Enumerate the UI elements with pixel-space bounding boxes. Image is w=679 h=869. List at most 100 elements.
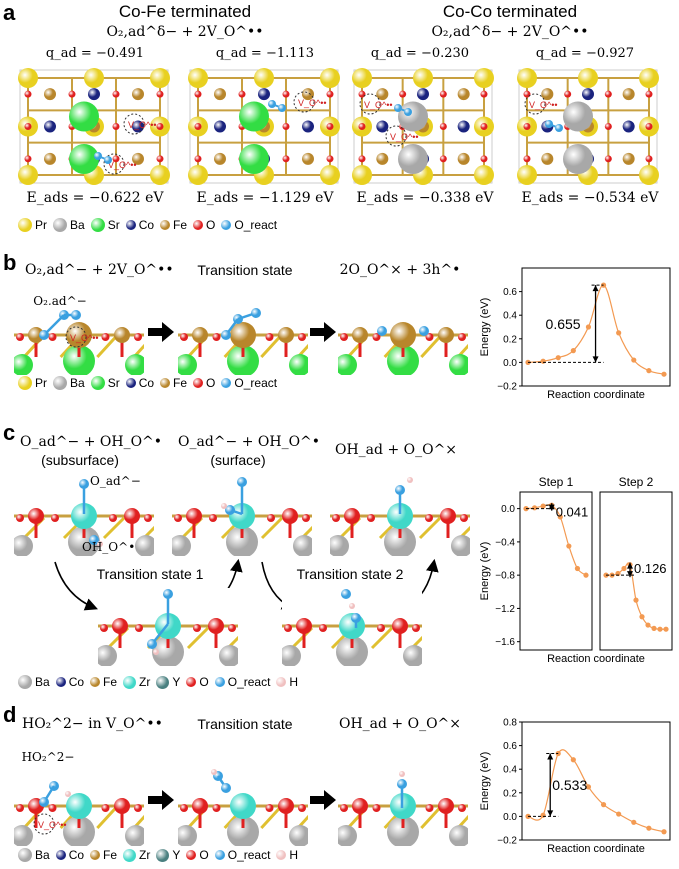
b-site-atom (352, 327, 368, 343)
oxygen-atom (180, 804, 188, 812)
oxygen-atom (399, 90, 407, 98)
panel-a-charge-4: q_ad = −0.927 (535, 46, 635, 61)
legend-item: Ba (18, 675, 50, 689)
data-point (531, 505, 538, 511)
bond (370, 626, 394, 650)
y-tick-label: 0.0 (503, 358, 517, 369)
oxygen-atom (425, 514, 433, 522)
oxygen-atom (377, 624, 385, 632)
legend-label: Co (138, 376, 155, 390)
panel-a-charge-1: q_ad = −0.491 (45, 46, 145, 61)
legend-label: Ba (35, 675, 50, 689)
panel-a-structure-3: V_O^••V_O^•• (348, 64, 498, 189)
b-site-atom (376, 88, 389, 101)
data-point (657, 626, 663, 632)
panel-d-step3: OH_ad + O_O^× (338, 716, 462, 732)
panel-c-ts1-structure (98, 588, 238, 666)
oxygen-atom (48, 333, 57, 341)
data-point (616, 811, 622, 817)
oxygen-atom (564, 90, 572, 98)
b-site-atom (622, 88, 635, 101)
bond (260, 516, 284, 540)
panel-c-label: c (3, 420, 16, 445)
oxygen-atom (282, 123, 290, 130)
oxygen-atom (112, 155, 120, 163)
a-site-atom (125, 354, 144, 375)
vacancy-label: V_O^•• (38, 820, 67, 830)
a-site-atom (226, 526, 258, 556)
b-site-atom (44, 88, 56, 101)
b-site-atom (192, 327, 208, 343)
b-site-atom (440, 508, 456, 524)
bond (418, 516, 442, 540)
oxygen-atom (298, 333, 306, 341)
a-site-atom (188, 165, 208, 185)
panel-a-formula-right: O₂,ad^δ− + 2V_O^•• (431, 24, 589, 40)
panel-a-charge-3: q_ad = −0.230 (370, 46, 470, 61)
b-site-atom (387, 503, 413, 529)
panel-c-s3-line1: OH_ad + O_O^× (335, 442, 458, 458)
oxygen-atom (193, 624, 201, 632)
legend-label: Fe (173, 218, 188, 232)
oxygen-atom (326, 123, 334, 130)
a-site-atom (98, 645, 117, 666)
barrier-label: 0.041 (556, 505, 589, 520)
adsorbate-atom (71, 310, 81, 320)
a-site-atom (449, 825, 468, 846)
oxygen-atom (604, 155, 612, 163)
oxygen-atom (412, 624, 420, 632)
a-site-atom (178, 354, 197, 375)
center-atom (239, 101, 269, 132)
y-tick-label: −0.2 (497, 382, 517, 393)
b-site-atom (438, 327, 454, 343)
bond (260, 806, 281, 830)
center-atom (69, 144, 99, 174)
legend-swatch (90, 218, 105, 232)
b-site-atom (282, 508, 298, 524)
oxygen-atom (51, 514, 59, 522)
oxygen-atom (458, 333, 466, 341)
a-site-atom (14, 354, 33, 375)
legend-item: H (276, 675, 298, 689)
data-point (555, 355, 561, 361)
a-site-atom (135, 535, 154, 556)
b-site-atom (66, 793, 92, 819)
oxygen-atom (24, 90, 32, 98)
adsorbate-atom (341, 589, 351, 599)
a-site-atom (219, 645, 238, 666)
adsorbate-atom (89, 535, 99, 545)
adsorbate-atom (94, 152, 102, 160)
oxygen-atom (340, 804, 348, 812)
data-point (600, 802, 607, 808)
legend-swatch (276, 850, 287, 860)
adsorbate-atom (349, 603, 355, 609)
legend-swatch (160, 220, 171, 230)
b-site-atom (352, 798, 368, 814)
b-site-atom (66, 322, 92, 348)
oxygen-atom (523, 155, 531, 163)
legend-swatch (160, 378, 171, 388)
oxygen-atom (68, 90, 76, 98)
oxygen-atom (16, 804, 24, 812)
adsorbate-atom (394, 104, 402, 112)
b-site-atom (296, 618, 312, 634)
bond (458, 525, 470, 540)
legend-swatch (186, 677, 197, 687)
oxygen-atom (372, 333, 381, 341)
b-site-atom (302, 88, 314, 101)
a-site-atom (289, 825, 308, 846)
oxygen-atom (194, 123, 202, 130)
oxygen-atom (645, 155, 653, 163)
barrier-arrow-head (547, 753, 554, 760)
oxygen-atom (24, 155, 32, 163)
legend-item: O (186, 848, 209, 862)
bond (410, 635, 422, 650)
legend-label: Ba (70, 218, 85, 232)
legend-item: Pr (18, 376, 47, 390)
legend-label: O (199, 848, 209, 862)
b-site-atom (132, 152, 144, 165)
panel-a-structure-2: V_O^•• (184, 64, 344, 189)
